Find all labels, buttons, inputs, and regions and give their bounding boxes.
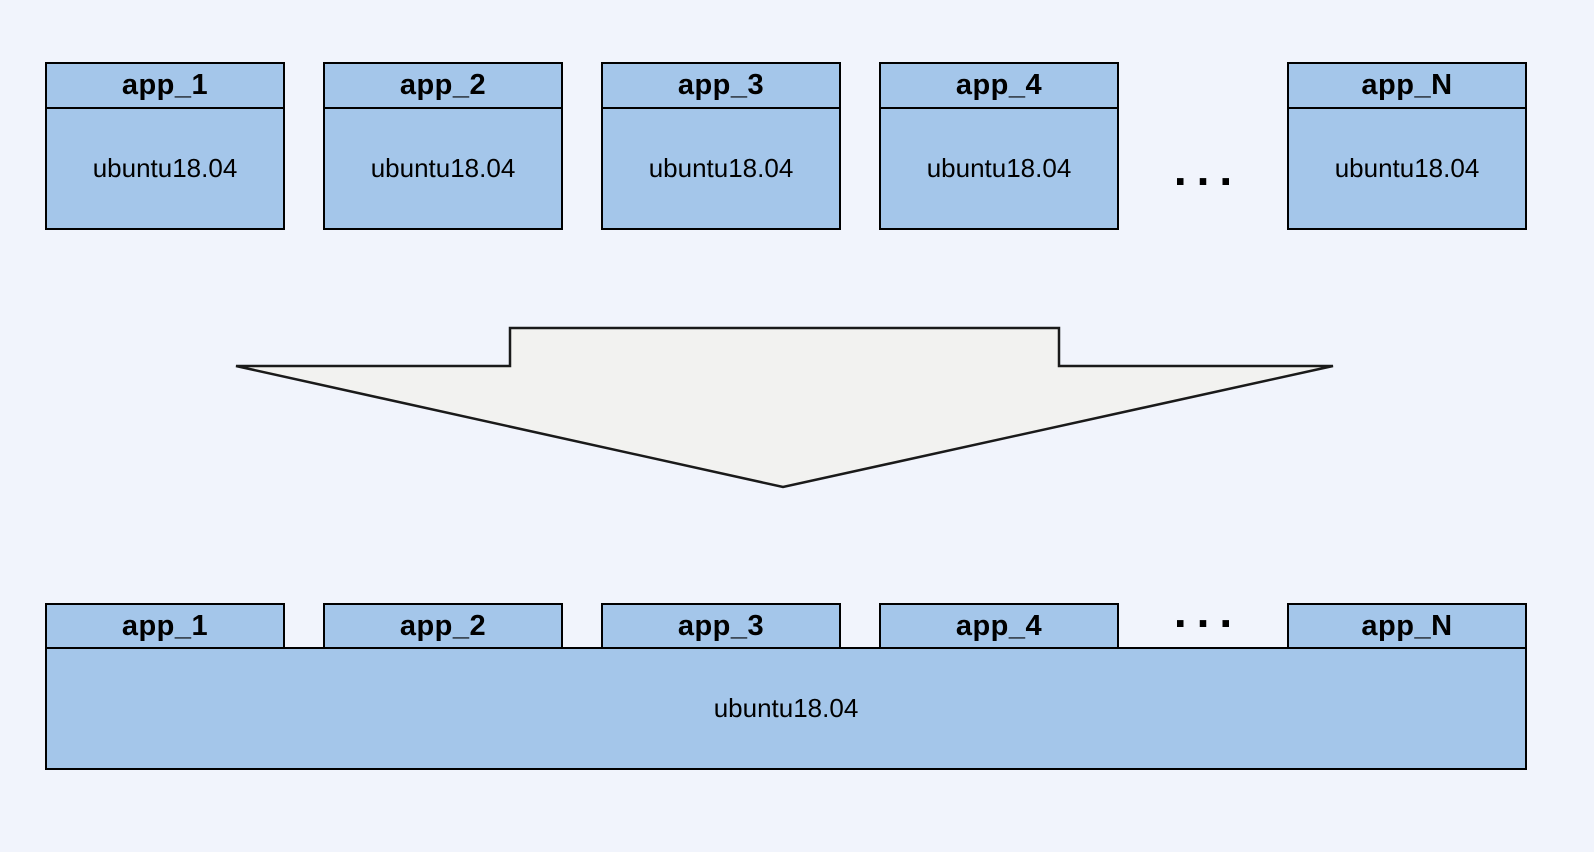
vm-os-label: ubuntu18.04: [92, 153, 238, 183]
container-box-app-2: app_2: [323, 603, 563, 649]
vm-os-label: ubuntu18.04: [926, 153, 1072, 183]
shared-os-box: ubuntu18.04: [45, 647, 1527, 770]
vm-os-label: ubuntu18.04: [1334, 153, 1480, 183]
vm-box-app-3: app_3 ubuntu18.04: [601, 62, 841, 230]
container-box-app-1: app_1: [45, 603, 285, 649]
vm-box-app-4: app_4 ubuntu18.04: [879, 62, 1119, 230]
vm-app-name: app_2: [325, 64, 561, 109]
vm-os-label: ubuntu18.04: [648, 153, 794, 183]
shared-os-label: ubuntu18.04: [713, 693, 859, 723]
ellipsis-bottom: ...: [1173, 585, 1243, 637]
vm-app-name: app_3: [603, 64, 839, 109]
vm-box-app-n: app_N ubuntu18.04: [1287, 62, 1527, 230]
vm-box-app-1: app_1 ubuntu18.04: [45, 62, 285, 230]
vm-app-name: app_4: [881, 64, 1117, 109]
vm-os-label: ubuntu18.04: [370, 153, 516, 183]
container-box-app-3: app_3: [601, 603, 841, 649]
vm-app-name: app_N: [1289, 64, 1525, 109]
container-box-app-n: app_N: [1287, 603, 1527, 649]
ellipsis-top: ...: [1173, 143, 1243, 195]
vm-box-app-2: app_2 ubuntu18.04: [323, 62, 563, 230]
container-box-app-4: app_4: [879, 603, 1119, 649]
vm-app-name: app_1: [47, 64, 283, 109]
